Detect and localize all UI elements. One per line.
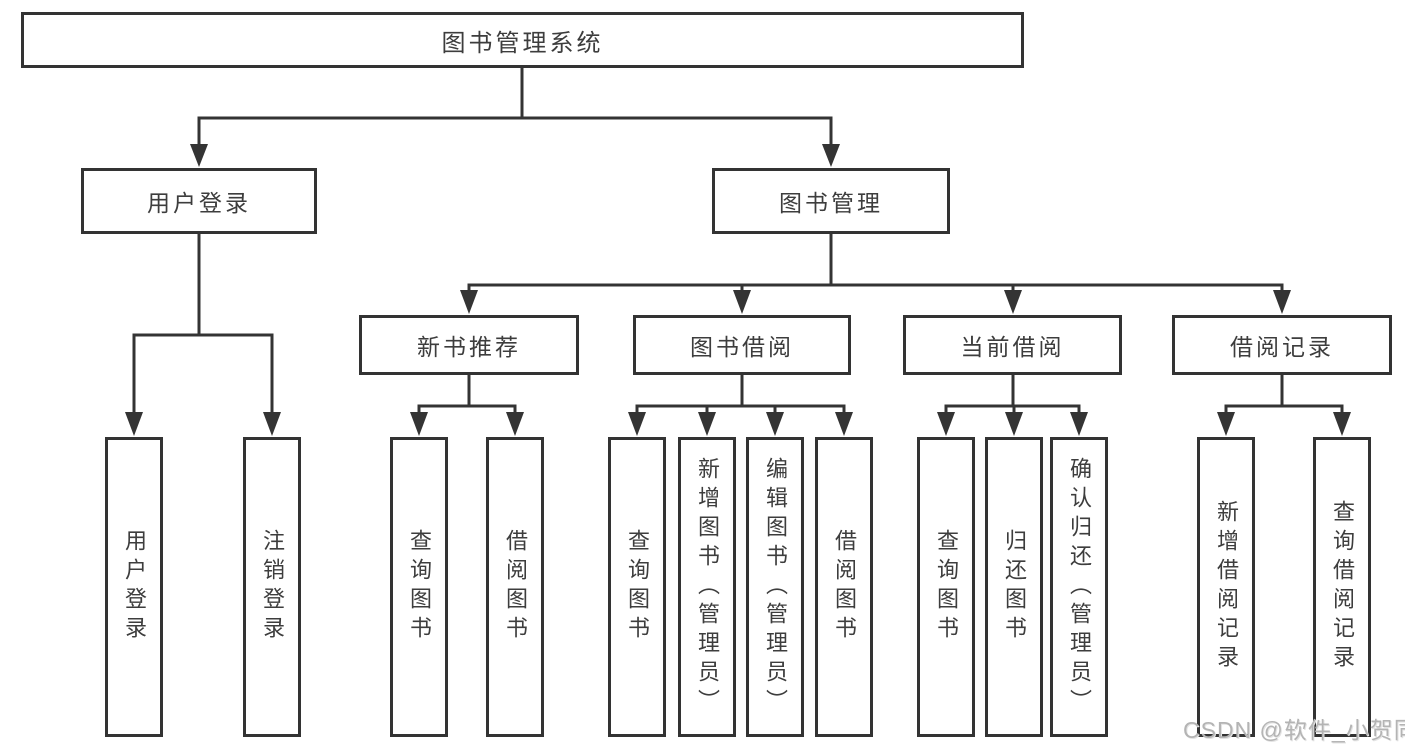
arrow-to-book-borrow xyxy=(733,290,751,314)
leaf-query-books-2: 查询图书 xyxy=(608,437,666,737)
leaf-query-books-1-label: 查询图书 xyxy=(407,529,432,645)
node-borrow-records-label: 借阅记录 xyxy=(1230,334,1334,360)
node-library-system: 图书管理系统 xyxy=(21,12,1024,68)
arrow-to-book-management xyxy=(822,144,840,167)
leaf-user-login: 用户登录 xyxy=(105,437,163,737)
edge-borrow-split xyxy=(635,404,846,413)
leaf-add-books-admin: 新增图书（管理员） xyxy=(678,437,736,737)
leaf-edit-books-admin: 编辑图书（管理员） xyxy=(746,437,804,737)
leaf-query-books-3: 查询图书 xyxy=(917,437,975,737)
leaf-query-books-1: 查询图书 xyxy=(390,437,448,737)
leaf-logout-label: 注销登录 xyxy=(260,529,285,645)
leaf-query-books-3-label: 查询图书 xyxy=(934,529,959,645)
node-book-management-label: 图书管理 xyxy=(779,190,883,216)
leaf-add-borrow-record-label: 新增借阅记录 xyxy=(1214,500,1239,674)
arrow-to-current-borrow xyxy=(1004,290,1022,314)
arrow-to-leaf-query3 xyxy=(937,412,955,436)
leaf-edit-books-admin-label: 编辑图书（管理员） xyxy=(763,456,788,718)
node-new-book-recommend-label: 新书推荐 xyxy=(417,334,521,360)
node-book-borrow: 图书借阅 xyxy=(633,315,851,375)
leaf-return-books-label: 归还图书 xyxy=(1002,529,1027,645)
node-user-login-label: 用户登录 xyxy=(147,190,251,216)
edge-newbooks-split xyxy=(417,404,517,413)
edge-userlogin-split xyxy=(132,333,274,414)
arrow-to-leaf-confirm-return xyxy=(1070,412,1088,436)
arrow-to-leaf-add-record xyxy=(1217,412,1235,436)
node-new-book-recommend: 新书推荐 xyxy=(359,315,579,375)
node-current-borrow-label: 当前借阅 xyxy=(960,334,1065,360)
node-current-borrow: 当前借阅 xyxy=(903,315,1122,375)
node-library-system-label: 图书管理系统 xyxy=(441,29,604,57)
arrow-to-leaf-add-book xyxy=(698,412,716,436)
leaf-confirm-return-admin: 确认归还（管理员） xyxy=(1050,437,1108,737)
leaf-add-books-admin-label: 新增图书（管理员） xyxy=(695,456,720,718)
leaf-borrow-books-1: 借阅图书 xyxy=(486,437,544,737)
arrow-to-new-books xyxy=(460,290,478,314)
arrow-to-leaf-query1 xyxy=(410,412,428,436)
leaf-user-login-label: 用户登录 xyxy=(122,529,147,645)
node-borrow-records: 借阅记录 xyxy=(1172,315,1392,375)
leaf-borrow-books-1-label: 借阅图书 xyxy=(503,529,528,645)
arrow-to-leaf-borrow2 xyxy=(835,412,853,436)
arrow-to-leaf-login xyxy=(125,412,143,436)
arrow-to-borrow-records xyxy=(1273,290,1291,314)
node-book-borrow-label: 图书借阅 xyxy=(690,334,794,360)
leaf-query-borrow-record-label: 查询借阅记录 xyxy=(1330,500,1355,674)
leaf-confirm-return-admin-label: 确认归还（管理员） xyxy=(1067,456,1092,718)
arrowheads xyxy=(125,144,1351,436)
node-user-login: 用户登录 xyxy=(81,168,317,234)
leaf-borrow-books-2: 借阅图书 xyxy=(815,437,873,737)
edge-records-split xyxy=(1224,404,1344,413)
arrow-to-leaf-logout xyxy=(263,412,281,436)
arrow-to-leaf-edit-book xyxy=(766,412,784,436)
edge-bookmgmt-split xyxy=(467,283,1284,292)
leaf-logout: 注销登录 xyxy=(243,437,301,737)
leaf-query-borrow-record: 查询借阅记录 xyxy=(1313,437,1371,737)
watermark: CSDN @软件_小贺同学 xyxy=(1183,717,1405,743)
arrow-to-user-login xyxy=(190,144,208,167)
leaf-return-books: 归还图书 xyxy=(985,437,1043,737)
arrow-to-leaf-return xyxy=(1005,412,1023,436)
leaf-query-books-2-label: 查询图书 xyxy=(625,529,650,645)
node-book-management: 图书管理 xyxy=(712,168,950,234)
leaf-add-borrow-record: 新增借阅记录 xyxy=(1197,437,1255,737)
arrow-to-leaf-borrow1 xyxy=(506,412,524,436)
edge-root-split xyxy=(197,116,833,146)
arrow-to-leaf-query-record xyxy=(1333,412,1351,436)
leaf-borrow-books-2-label: 借阅图书 xyxy=(832,529,857,645)
arrow-to-leaf-query2 xyxy=(628,412,646,436)
